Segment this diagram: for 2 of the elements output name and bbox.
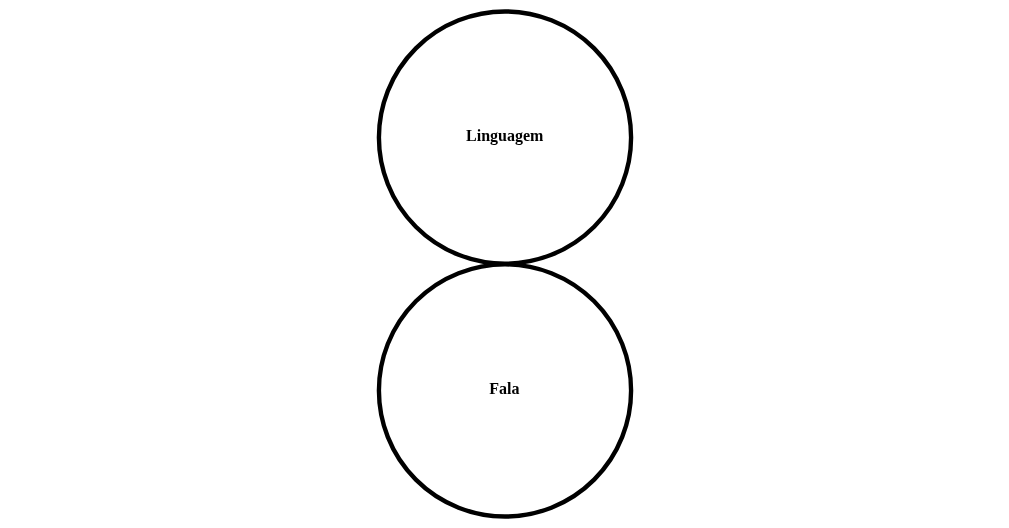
node-circle: Fala	[376, 262, 633, 519]
node-circle: Linguagem	[376, 9, 633, 266]
